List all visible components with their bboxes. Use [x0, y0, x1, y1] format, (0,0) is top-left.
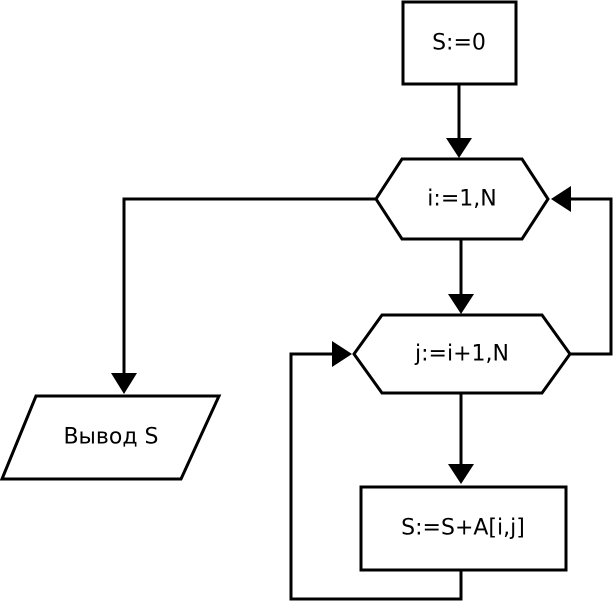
arrowhead-body-top [448, 464, 474, 484]
body-label: S:=S+A[i,j] [401, 516, 525, 541]
init-label: S:=0 [432, 31, 486, 56]
edge-outer-loop-exit [122, 197, 376, 375]
arrowhead-outer-loop-top [446, 138, 472, 158]
arrowhead-inner-loop-top [448, 294, 474, 314]
output-label: Вывод S [63, 425, 158, 450]
edge-body-return-to-inner-loop [289, 352, 463, 601]
arrowhead-output-top [111, 373, 137, 394]
arrowhead-inner-loop-left [332, 341, 352, 367]
arrowhead-outer-loop-right [551, 186, 571, 212]
inner-loop-label: j:=i+1,N [414, 342, 509, 367]
edge-inner-return-to-outer-loop [570, 197, 613, 356]
output-parallelogram [0, 394, 222, 481]
outer-loop-hexagon [374, 157, 550, 241]
init-block [401, 0, 518, 86]
body-block [359, 485, 568, 572]
outer-loop-label: i:=1,N [427, 187, 496, 212]
